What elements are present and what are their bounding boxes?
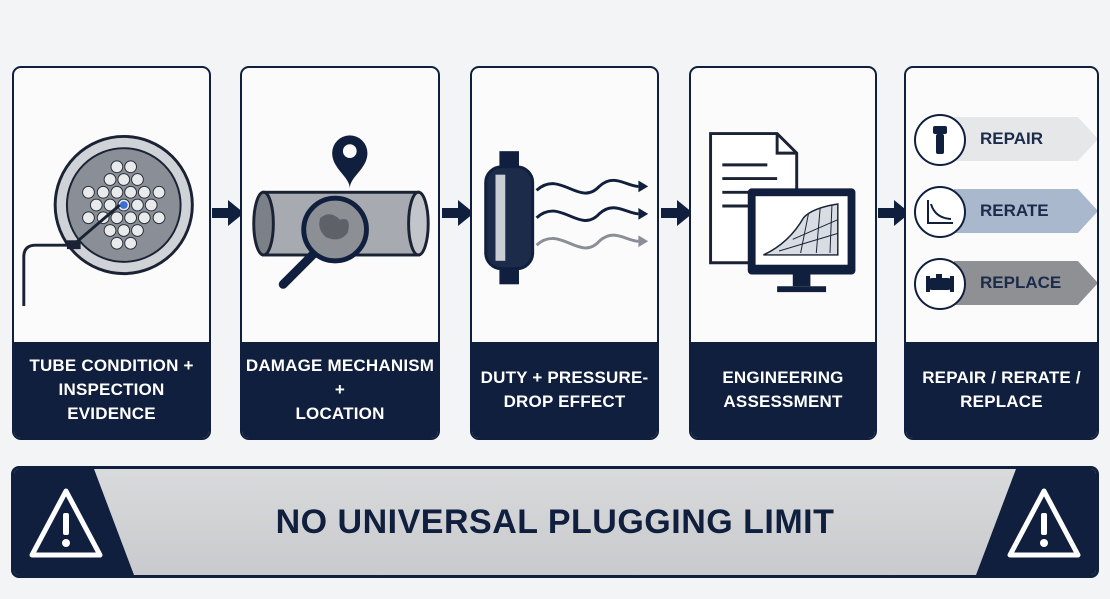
- warning-triangle-icon: [976, 469, 1096, 575]
- step-caption: DAMAGE MECHANISM + LOCATION: [242, 342, 438, 438]
- banner-title: NO UNIVERSAL PLUGGING LIMIT: [275, 502, 835, 541]
- step-caption: DUTY + PRESSURE- DROP EFFECT: [472, 342, 657, 438]
- option-tag: REPAIR: [954, 117, 1097, 161]
- caption-line: REPAIR / RERATE /: [922, 368, 1081, 387]
- caption-line: ASSESSMENT: [723, 392, 843, 411]
- tube-sheet-probe-icon: [22, 134, 194, 306]
- option-tag: REPLACE: [954, 261, 1097, 305]
- step-card-engineering-assessment: ENGINEERING ASSESSMENT: [689, 66, 877, 440]
- step-caption: ENGINEERING ASSESSMENT: [691, 342, 875, 438]
- option-rerate: RERATE: [914, 186, 1097, 238]
- step-caption: TUBE CONDITION + INSPECTION EVIDENCE: [14, 342, 209, 438]
- caption-line: LOCATION: [295, 404, 385, 423]
- caption-line: DAMAGE MECHANISM +: [245, 356, 435, 399]
- caption-line: INSPECTION EVIDENCE: [58, 380, 165, 423]
- option-replace: REPLACE: [914, 258, 1097, 310]
- caption-line: TUBE CONDITION +: [29, 356, 194, 375]
- declining-curve-icon: [914, 186, 966, 238]
- step-card-decision: REPAIR RERATE REPLACE REPAIR / RERATE / …: [904, 66, 1099, 440]
- caption-line: ENGINEERING: [722, 368, 844, 387]
- options-icon: REPAIR RERATE REPLACE: [906, 68, 1097, 343]
- step-card-tube-condition: TUBE CONDITION + INSPECTION EVIDENCE: [12, 66, 211, 440]
- caption-line: DUTY + PRESSURE-: [480, 368, 649, 387]
- document-monitor-icon: [709, 132, 856, 293]
- option-repair: REPAIR: [914, 114, 1097, 166]
- caption-line: DROP EFFECT: [503, 392, 626, 411]
- magnifier-pipe-icon: [252, 135, 430, 289]
- exchanger-icon: [914, 258, 966, 310]
- exchanger-flow-icon: [484, 151, 649, 285]
- warning-triangle-icon: [14, 469, 134, 575]
- step-caption: REPAIR / RERATE / REPLACE: [906, 342, 1097, 438]
- step-card-damage-mechanism: DAMAGE MECHANISM + LOCATION: [240, 66, 440, 440]
- caption-line: REPLACE: [960, 392, 1043, 411]
- flow-arrow-icon: [442, 200, 474, 226]
- option-tag: RERATE: [954, 189, 1097, 233]
- flow-arrow-icon: [878, 200, 910, 226]
- flow-arrow-icon: [212, 200, 244, 226]
- plug-icon: [914, 114, 966, 166]
- flow-arrow-icon: [661, 200, 693, 226]
- warning-banner: NO UNIVERSAL PLUGGING LIMIT: [11, 466, 1099, 578]
- step-card-duty-pressure-drop: DUTY + PRESSURE- DROP EFFECT: [470, 66, 659, 440]
